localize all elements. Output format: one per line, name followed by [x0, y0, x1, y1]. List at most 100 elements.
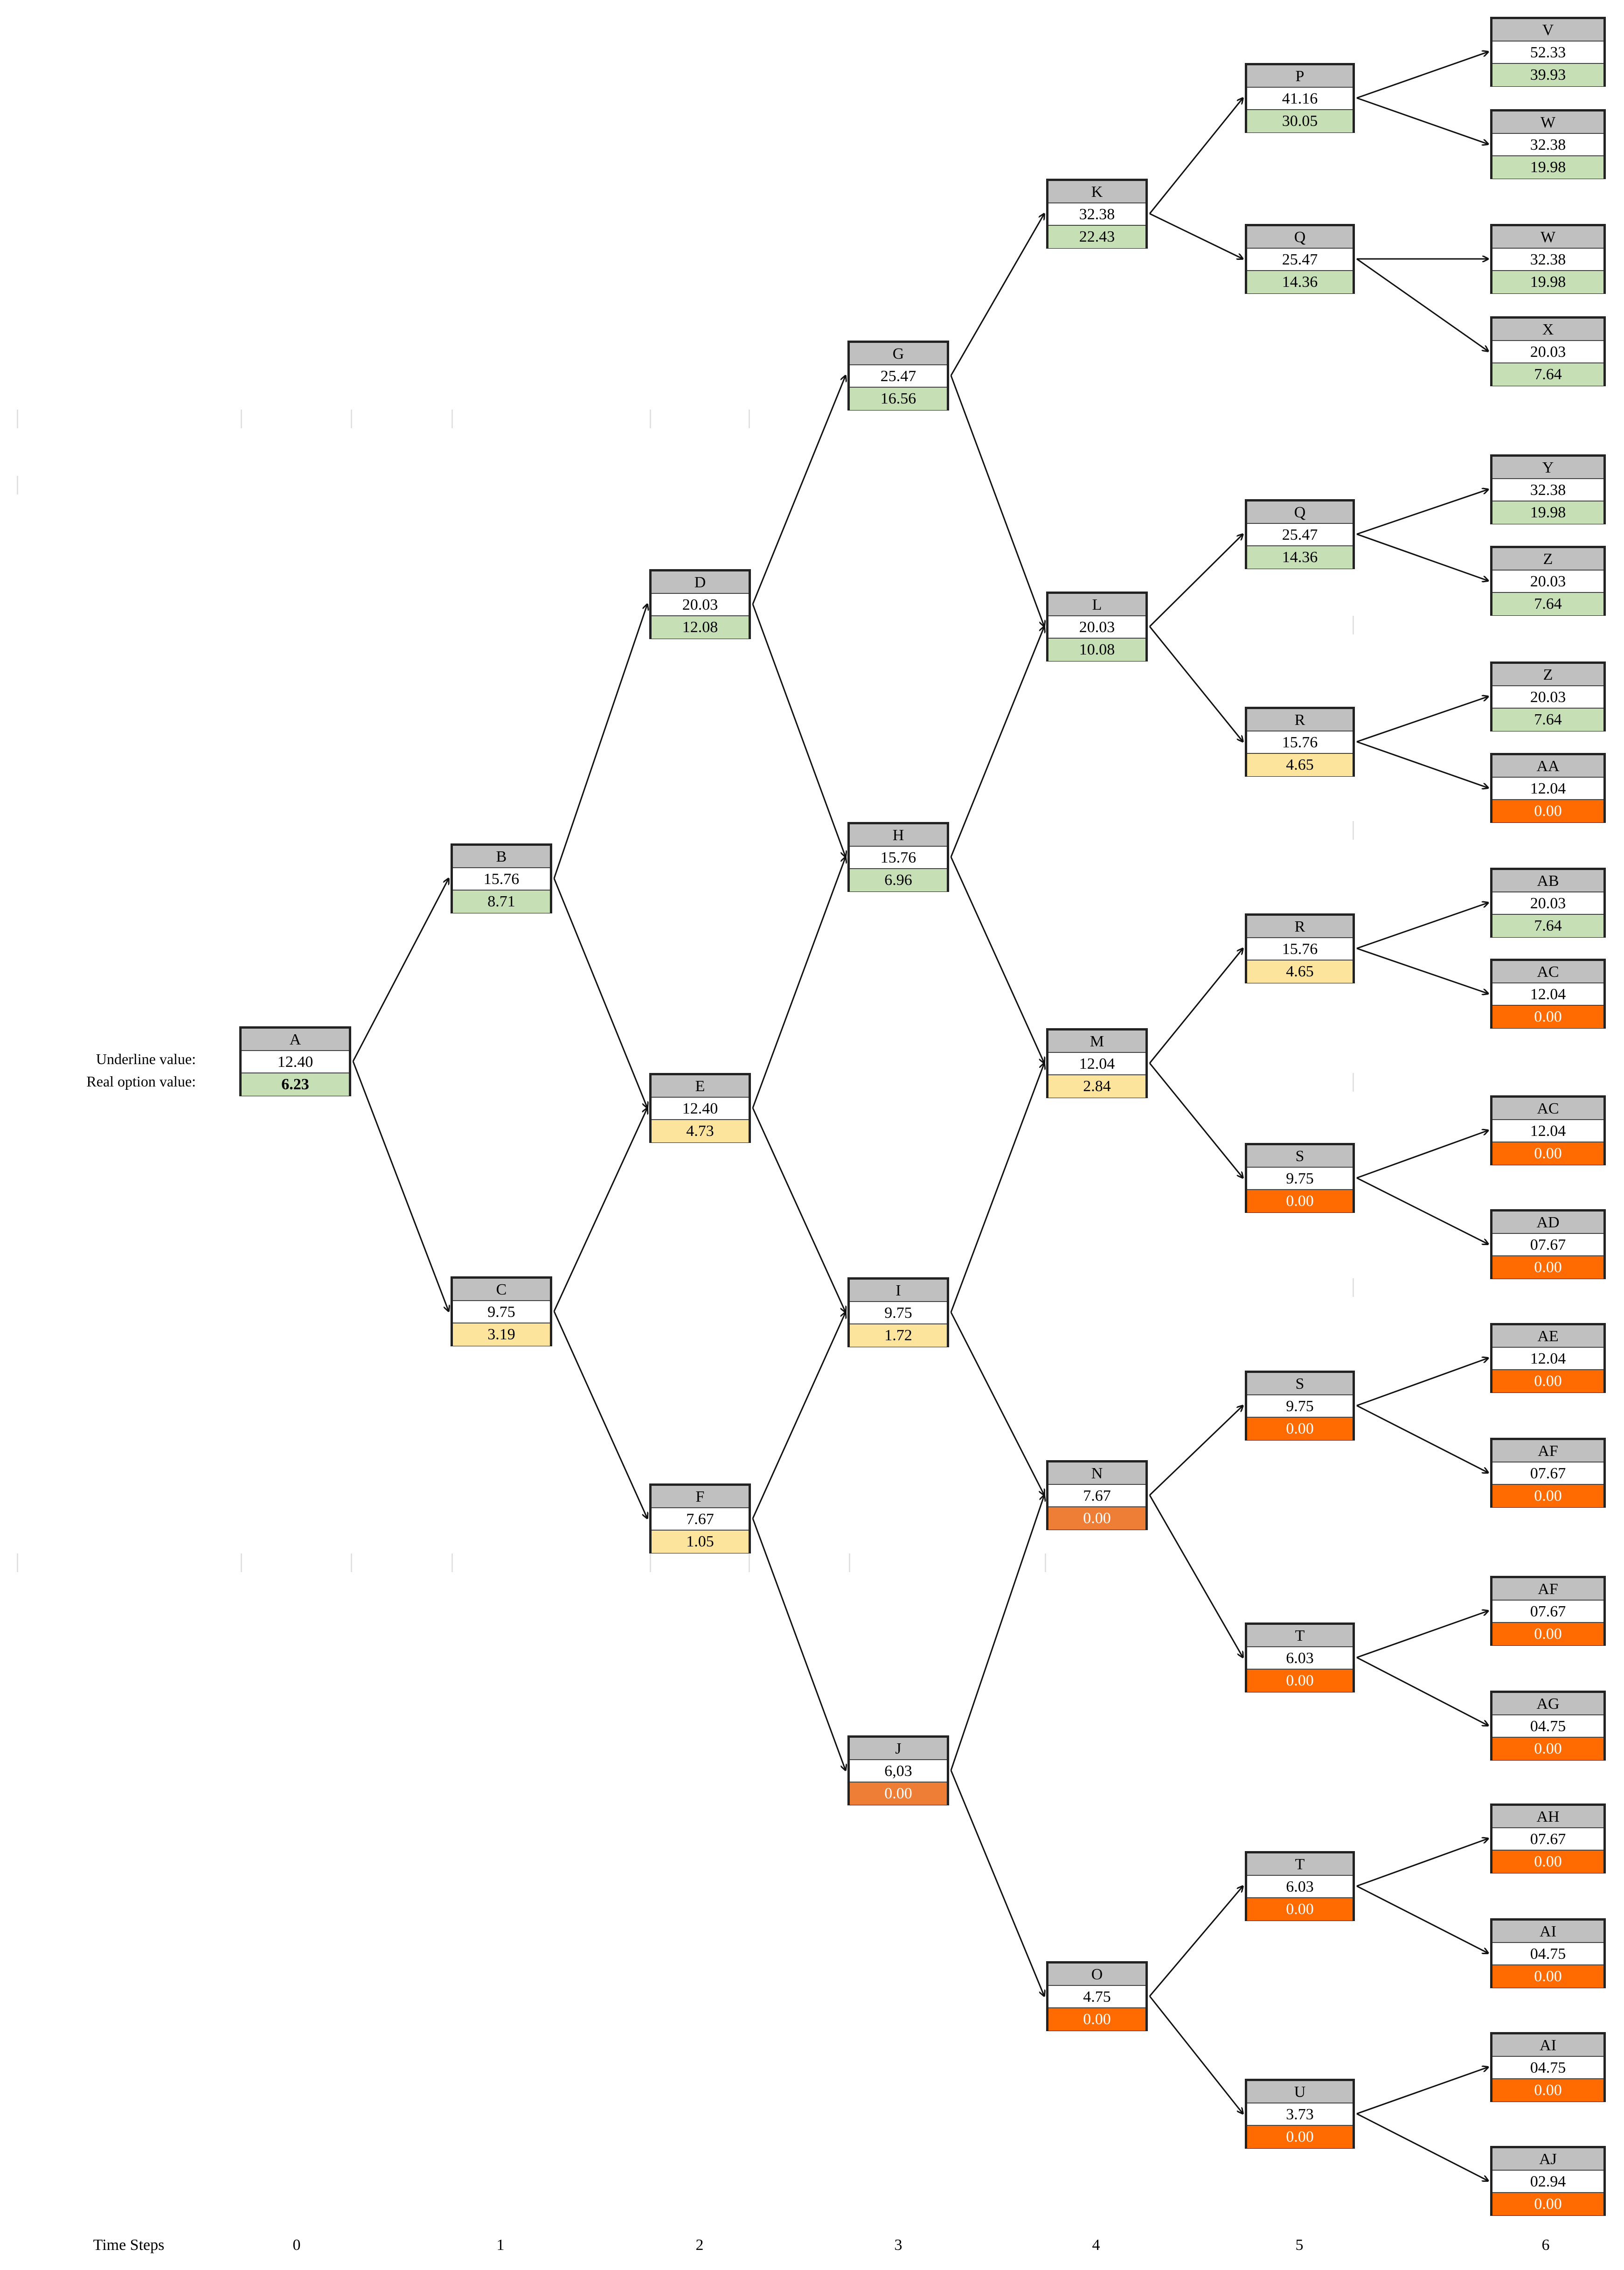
edge-arrow: [950, 627, 1044, 857]
edge-arrow: [1356, 52, 1488, 99]
edge-arrow: [1149, 213, 1243, 259]
node-underlying-value: 7.67: [1048, 1485, 1145, 1507]
grid-tick: [1045, 1553, 1046, 1572]
edge-arrow: [1356, 947, 1488, 994]
node-underlying-value: 04.75: [1492, 1943, 1603, 1965]
node-name: G: [850, 343, 947, 365]
grid-tick: [241, 1553, 242, 1572]
node-option-value: 14.36: [1247, 271, 1353, 293]
node-underlying-value: 02.94: [1492, 2171, 1603, 2193]
node-name: Z: [1492, 548, 1603, 571]
node-underlying-value: 15.76: [453, 868, 550, 891]
edge-arrow: [1356, 1657, 1488, 1726]
edge-arrow: [950, 214, 1044, 376]
grid-tick: [1353, 821, 1354, 840]
edge-arrow: [1356, 2113, 1488, 2181]
time-step-2: 2: [695, 2236, 704, 2254]
node-underlying-value: 07.67: [1492, 1601, 1603, 1623]
node-underlying-value: 20.03: [1492, 686, 1603, 709]
node-option-value: 7.64: [1492, 915, 1603, 937]
node-name: U: [1247, 2081, 1353, 2103]
node-name: Q: [1247, 226, 1353, 249]
grid-tick: [351, 410, 352, 428]
node-option-value: 0.00: [1492, 2193, 1603, 2215]
node-underlying-value: 07.67: [1492, 1462, 1603, 1485]
time-steps-label: Time Steps: [93, 2236, 165, 2254]
node-underlying-value: 15.76: [850, 847, 947, 869]
grid-tick: [749, 410, 750, 428]
grid-tick: [241, 410, 242, 428]
grid-tick: [749, 1553, 750, 1572]
node-option-value: 1.05: [652, 1531, 749, 1553]
node-name: P: [1247, 65, 1353, 88]
node-underlying-value: 12.04: [1492, 1120, 1603, 1142]
edge-arrow: [950, 1770, 1044, 1996]
node-name: E: [652, 1075, 749, 1098]
time-step-4: 4: [1092, 2236, 1100, 2254]
node-option-value: 7.64: [1492, 363, 1603, 386]
grid-tick: [650, 1553, 651, 1572]
underline-value-label: Underline value:: [96, 1051, 196, 1067]
grid-tick: [1353, 1073, 1354, 1092]
node-option-value: 19.98: [1492, 156, 1603, 179]
node-option-value: 0.00: [1247, 1670, 1353, 1692]
node-underlying-value: 6.03: [1247, 1876, 1353, 1898]
grid-tick: [849, 1553, 850, 1572]
node-underlying-value: 3.73: [1247, 2103, 1353, 2126]
node-underlying-value: 04.75: [1492, 1715, 1603, 1738]
node-underlying-value: 12.04: [1492, 1348, 1603, 1370]
edge-arrow: [553, 604, 647, 879]
node-name: B: [453, 846, 550, 868]
node-name: V: [1492, 19, 1603, 42]
node-option-value: 0.00: [1492, 1738, 1603, 1760]
node-option-value: 7.64: [1492, 709, 1603, 731]
node-name: R: [1247, 916, 1353, 938]
node-name: Z: [1492, 664, 1603, 686]
grid-tick: [351, 1553, 352, 1572]
node-underlying-value: 32.38: [1492, 479, 1603, 501]
edge-arrow: [553, 1108, 647, 1312]
node-option-value: 0.00: [1492, 1851, 1603, 1873]
edge-arrow: [752, 1518, 846, 1770]
node-underlying-value: 20.03: [1048, 616, 1145, 639]
node-option-value: 10.08: [1048, 639, 1145, 661]
node-name: W: [1492, 111, 1603, 134]
node-option-value: 0.00: [1247, 2126, 1353, 2148]
grid-tick: [650, 410, 651, 428]
node-underlying-value: 12.04: [1492, 778, 1603, 800]
node-underlying-value: 12.40: [652, 1098, 749, 1120]
node-underlying-value: 9.75: [850, 1302, 947, 1324]
edge-arrow: [1356, 2067, 1488, 2115]
node-name: D: [652, 571, 749, 594]
edge-arrow: [1356, 97, 1488, 144]
node-name: AF: [1492, 1578, 1603, 1601]
node-option-value: 0.00: [1048, 1507, 1145, 1530]
edge-arrow: [1356, 258, 1488, 351]
edge-arrow: [950, 856, 1044, 1063]
node-name: H: [850, 824, 947, 847]
node-option-value: 39.93: [1492, 64, 1603, 86]
node-name: AE: [1492, 1325, 1603, 1348]
edge-arrow: [1149, 1406, 1243, 1496]
